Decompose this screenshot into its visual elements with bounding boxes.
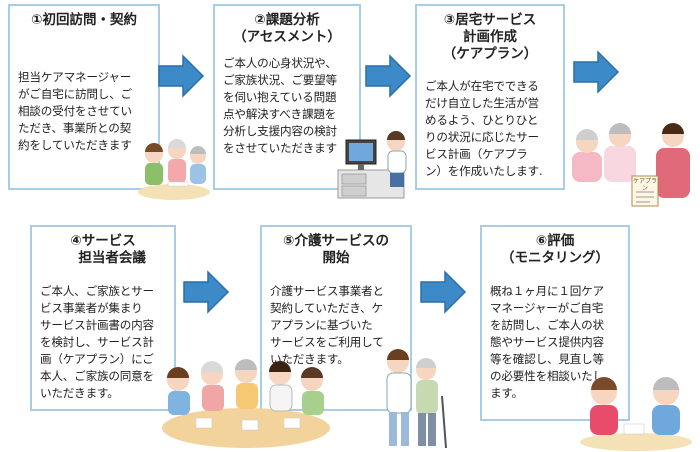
care-plan-meeting-illustration — [572, 123, 690, 207]
consultation-family-illustration — [138, 139, 210, 200]
arrow-right-icon — [183, 270, 230, 314]
step-1-body: 担当ケアマネージャー がご自宅に訪問し、ご 相談の受付をさせてい ただき、事業所… — [18, 70, 132, 152]
step-4-title: ④サービス 担当者会議 — [70, 233, 146, 266]
caregiver-walking-illustration — [386, 349, 447, 449]
step-6-body: 概ね１ヶ月に１回ケア マネージャーがご自宅 を訪問し、ご本人の状 態やサービス提… — [490, 284, 604, 400]
step-4-body: ご本人、ご家族とサー ビス事業者が集まり サービス計画書の内容 を検討し、サービ… — [40, 284, 154, 400]
step-5-title: ⑤介護サービスの 開始 — [283, 233, 389, 266]
step-1-box: ①初回訪問・契約 担当ケアマネージャー がご自宅に訪問し、ご 相談の受付をさせて… — [8, 4, 160, 190]
step-3-box: ③居宅サービス 計画作成 （ケアプラン） ご本人が在宅でできる だけ自立した生活… — [415, 4, 565, 190]
group-meeting-illustration — [162, 359, 330, 448]
step-4-box: ④サービス 担当者会議 ご本人、ご家族とサー ビス事業者が集まり サービス計画書… — [30, 225, 176, 411]
arrow-right-icon — [158, 54, 205, 98]
arrow-right-icon — [573, 50, 620, 94]
step-2-body: ご本人の心身状況や、 ご家族状況、ご要望等 を伺い抱えている問題 点や解決すべき… — [223, 56, 337, 155]
step-3-body: ご本人が在宅でできる だけ自立した生活が営 めるよう、ひとりひと りの状況に応じ… — [425, 79, 543, 178]
arrow-right-icon — [420, 270, 467, 314]
step-5-body: 介護サービス事業者と 契約していただき、ケ アプランに基づいた サービスをご利用… — [270, 284, 384, 366]
desk-computer-illustration — [337, 131, 407, 199]
step-1-title: ①初回訪問・契約 — [31, 12, 137, 28]
monitoring-visit-illustration — [580, 377, 692, 451]
arrow-right-icon — [365, 54, 412, 98]
step-2-title: ②課題分析 （アセスメント） — [233, 12, 341, 45]
care-plan-sign-text: ケアプラン — [633, 178, 658, 192]
step-2-box: ②課題分析 （アセスメント） ご本人の心身状況や、 ご家族状況、ご要望等 を伺い… — [213, 4, 361, 190]
step-6-title: ⑥評価 （モニタリング） — [501, 233, 609, 266]
step-3-title: ③居宅サービス 計画作成 （ケアプラン） — [442, 12, 538, 62]
